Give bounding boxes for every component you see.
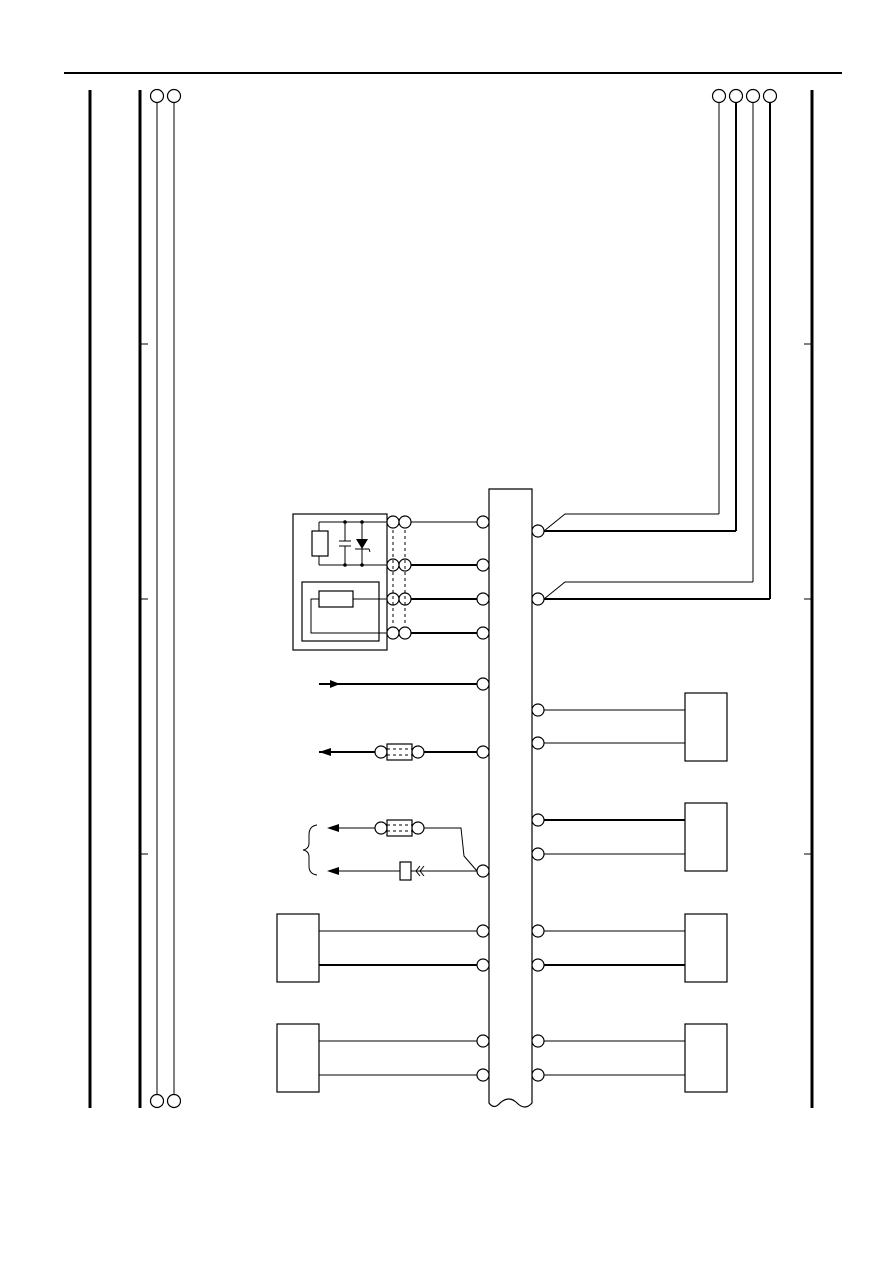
terminal-icon bbox=[476, 864, 490, 878]
terminal-icon bbox=[476, 515, 490, 529]
output-wire-1 bbox=[319, 743, 477, 761]
control-unit bbox=[488, 488, 533, 1108]
terminal-icon bbox=[531, 736, 545, 750]
terminal-icon bbox=[531, 592, 545, 606]
control-unit-left-terminals bbox=[476, 515, 490, 1082]
sensor-module bbox=[292, 513, 412, 651]
control-unit-right-terminals bbox=[531, 524, 545, 1082]
resistor-icon bbox=[311, 530, 329, 557]
terminal-icon bbox=[476, 958, 490, 972]
arrow-left-icon bbox=[319, 748, 331, 756]
terminal-icon bbox=[476, 924, 490, 938]
sensor-element-icon bbox=[318, 590, 354, 608]
terminal-icon bbox=[531, 1034, 545, 1048]
left-component-2 bbox=[276, 1023, 477, 1093]
left-frame bbox=[88, 90, 148, 1108]
terminal-icon bbox=[374, 745, 388, 759]
terminal-icon bbox=[476, 626, 490, 640]
left-bus-wires bbox=[149, 88, 182, 1109]
terminal-icon bbox=[398, 515, 412, 529]
terminal-icon bbox=[374, 821, 388, 835]
sensor-wires bbox=[411, 521, 477, 634]
terminal-icon bbox=[386, 626, 400, 640]
right-component-2 bbox=[544, 802, 728, 872]
terminal-icon bbox=[728, 88, 744, 104]
terminal-icon bbox=[166, 88, 182, 104]
terminal-icon bbox=[531, 703, 545, 717]
terminal-icon bbox=[398, 626, 412, 640]
right-component-4 bbox=[544, 1023, 728, 1093]
terminal-icon bbox=[531, 1068, 545, 1082]
terminal-icon bbox=[476, 1068, 490, 1082]
terminal-icon bbox=[762, 88, 778, 104]
terminal-icon bbox=[411, 821, 425, 835]
right-component-3 bbox=[544, 913, 728, 983]
zener-diode-icon bbox=[356, 539, 368, 549]
terminal-icon bbox=[531, 813, 545, 827]
output-wire-pair bbox=[302, 819, 478, 881]
terminal-icon bbox=[476, 677, 490, 691]
terminal-icon bbox=[476, 558, 490, 572]
terminal-icon bbox=[166, 1093, 182, 1109]
terminal-icon bbox=[745, 88, 761, 104]
terminal-icon bbox=[386, 515, 400, 529]
left-component-1 bbox=[276, 913, 477, 983]
right-bus-wires bbox=[543, 88, 778, 600]
terminal-icon bbox=[531, 958, 545, 972]
connector-plug-icon bbox=[386, 819, 413, 837]
arrow-left-icon bbox=[327, 867, 339, 875]
right-component-1 bbox=[544, 692, 728, 762]
connector-plug-icon bbox=[386, 743, 413, 761]
terminal-icon bbox=[531, 847, 545, 861]
right-frame bbox=[804, 90, 814, 1108]
terminal-icon bbox=[476, 592, 490, 606]
terminal-icon bbox=[411, 745, 425, 759]
input-wire bbox=[319, 680, 477, 688]
arrow-right-icon bbox=[330, 680, 340, 688]
terminal-icon bbox=[149, 88, 165, 104]
arrow-left-icon bbox=[327, 824, 339, 832]
terminal-icon bbox=[476, 1034, 490, 1048]
terminal-icon bbox=[531, 924, 545, 938]
terminal-icon bbox=[476, 745, 490, 759]
terminal-icon bbox=[711, 88, 727, 104]
terminal-icon bbox=[531, 524, 545, 538]
fuse-icon bbox=[399, 861, 412, 881]
terminal-icon bbox=[149, 1093, 165, 1109]
